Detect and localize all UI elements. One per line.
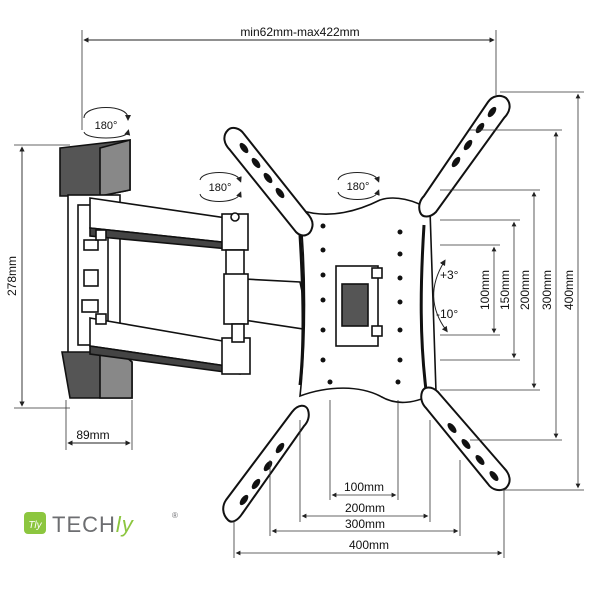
rotation-indicator-plate: 180° — [337, 172, 380, 200]
wall-rotation-label: 180° — [95, 120, 118, 132]
vesa-plate — [298, 197, 437, 404]
wall-plate — [59, 138, 133, 399]
brand-badge-text: Tly — [28, 520, 42, 531]
vesa-horizontal-dimensions — [233, 400, 505, 558]
vesa-h-300: 300mm — [345, 517, 385, 531]
bracket-bottom-left — [222, 404, 310, 523]
brand-name-suffix: ly — [116, 512, 135, 537]
tilt-indicator: +3° -10° — [433, 259, 459, 333]
brand-name: TECHly — [52, 512, 135, 537]
bracket-top-left — [223, 126, 314, 237]
vesa-vertical-dimensions — [440, 91, 584, 491]
vesa-horizontal-labels: 100mm 200mm 300mm 400mm — [344, 480, 389, 552]
wall-height-dimension: 278mm — [5, 144, 70, 409]
brand-badge — [24, 512, 46, 534]
brand-logo: Tly TECHly ® — [24, 511, 178, 537]
vesa-v-300: 300mm — [540, 270, 554, 310]
vesa-v-400: 400mm — [562, 270, 576, 310]
bracket-top-right — [418, 94, 511, 218]
vesa-vertical-labels: 100mm 150mm 200mm 300mm 400mm — [478, 270, 576, 310]
vesa-v-150: 150mm — [498, 270, 512, 310]
depth-dimension: min62mm-max422mm — [81, 25, 497, 130]
brand-name-main: TECH — [52, 512, 116, 537]
rotation-indicator-wall: 180° — [83, 107, 131, 139]
vesa-brackets — [222, 94, 511, 523]
tilt-down-label: -10° — [436, 307, 458, 321]
bracket-bottom-right — [420, 386, 511, 492]
brand-registered: ® — [172, 511, 178, 520]
tilt-up-label: +3° — [440, 268, 459, 282]
vesa-h-400: 400mm — [349, 538, 389, 552]
arm-rotation-label: 180° — [209, 182, 232, 194]
vesa-h-100: 100mm — [344, 480, 384, 494]
depth-label: min62mm-max422mm — [240, 25, 359, 39]
wall-height-label: 278mm — [5, 256, 19, 296]
vesa-h-200: 200mm — [345, 501, 385, 515]
plate-rotation-label: 180° — [347, 181, 370, 193]
swing-arms — [89, 197, 312, 375]
rotation-indicator-arm: 180° — [199, 172, 242, 202]
wall-width-label: 89mm — [76, 428, 109, 442]
wall-width-dimension: 89mm — [65, 400, 133, 450]
vesa-v-100: 100mm — [478, 270, 492, 310]
vesa-v-200: 200mm — [518, 270, 532, 310]
